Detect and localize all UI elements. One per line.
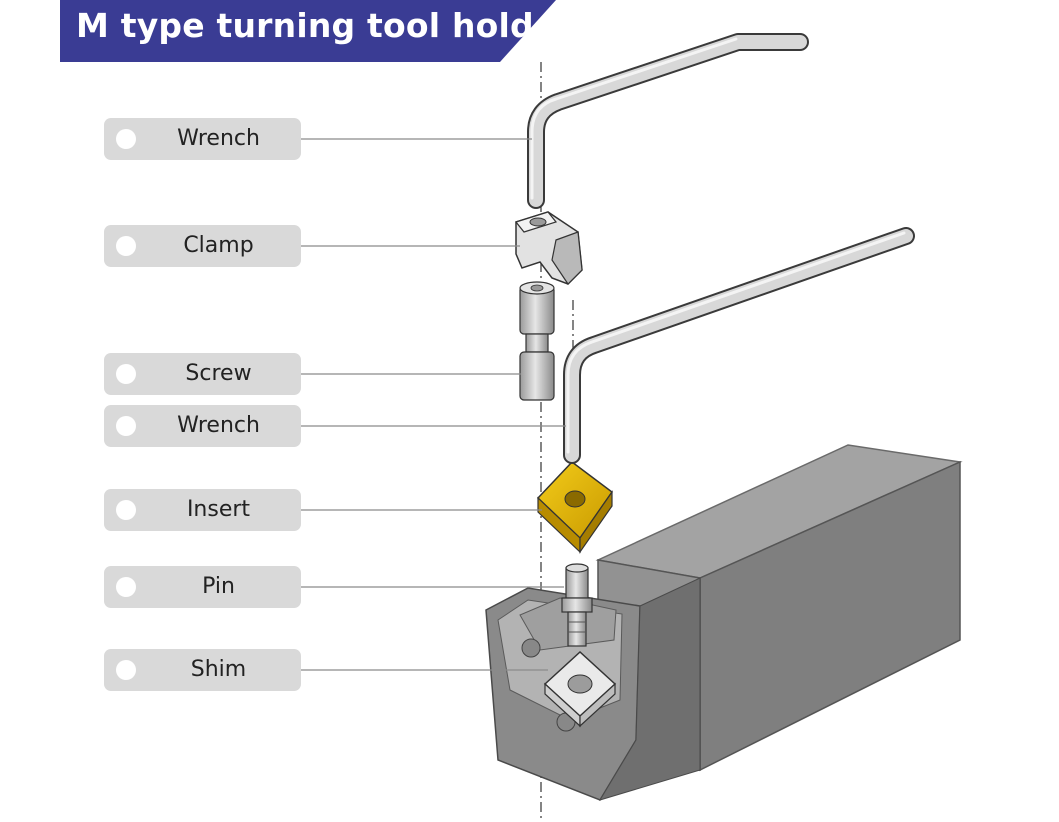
bullet-dot [116, 364, 136, 384]
bullet-dot [116, 236, 136, 256]
label-text-wrench-2: Wrench [177, 413, 260, 438]
title-banner-shape [60, 0, 556, 62]
holder-body [485, 444, 963, 801]
label-pin: Pin [104, 566, 301, 608]
shim-part [543, 650, 617, 728]
label-text-shim: Shim [190, 657, 247, 682]
wrench-2-part [563, 227, 915, 464]
bullet-dot [116, 577, 136, 597]
page-title: M type turning tool holder [76, 6, 573, 45]
wrench-1-part [527, 33, 809, 209]
clamp-part [514, 211, 583, 285]
label-text-insert: Insert [186, 497, 251, 522]
pin-part [561, 563, 593, 647]
label-wrench-2: Wrench [104, 405, 301, 447]
label-wrench-1: Wrench [104, 118, 301, 160]
insert-part [536, 460, 614, 554]
bullet-dot [116, 500, 136, 520]
label-text-wrench-1: Wrench [177, 126, 260, 151]
label-text-screw: Screw [185, 361, 252, 386]
label-text-clamp: Clamp [183, 233, 254, 258]
label-screw: Screw [104, 353, 301, 395]
bullet-dot [116, 129, 136, 149]
label-clamp: Clamp [104, 225, 301, 267]
label-insert: Insert [104, 489, 301, 531]
title-banner: M type turning tool holder [0, 0, 573, 62]
bullet-dot [116, 660, 136, 680]
bullet-dot [116, 416, 136, 436]
label-shim: Shim [104, 649, 301, 691]
screw-part [519, 281, 555, 401]
label-text-pin: Pin [202, 574, 235, 599]
